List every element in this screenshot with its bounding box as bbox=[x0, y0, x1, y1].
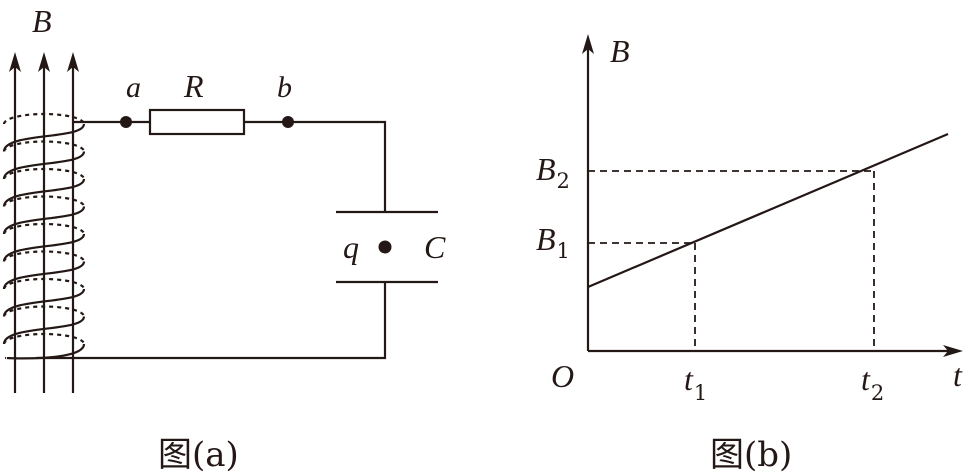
b-line bbox=[587, 132, 949, 289]
coil-turn-front bbox=[2, 288, 86, 317]
coil-turn-back bbox=[2, 305, 86, 317]
field-arrow-3 bbox=[67, 52, 79, 72]
coil-turn-front bbox=[2, 206, 86, 235]
resistor bbox=[148, 108, 246, 136]
coil-turn-back bbox=[2, 140, 86, 152]
b-t-graph bbox=[582, 34, 963, 357]
coil-turn-back bbox=[2, 112, 86, 125]
b1-label: B1 bbox=[536, 221, 570, 263]
caption-a: 图(a) bbox=[158, 435, 239, 475]
node-a-dot bbox=[120, 116, 132, 128]
x-axis-arrow bbox=[943, 345, 963, 357]
charge-label: q bbox=[343, 229, 359, 265]
bottom-wire bbox=[36, 282, 387, 360]
wire-to-capacitor bbox=[244, 120, 387, 212]
coil-turn-back bbox=[2, 277, 86, 290]
t2-label: t2 bbox=[861, 361, 884, 405]
node-b-label: b bbox=[277, 71, 292, 104]
coil-turn-back bbox=[2, 222, 86, 235]
coil-turn-front bbox=[2, 151, 86, 180]
coil-turn-front bbox=[2, 316, 86, 345]
field-label: B bbox=[32, 3, 52, 39]
x-axis-label: t bbox=[953, 357, 963, 393]
field-arrow-1 bbox=[9, 52, 21, 72]
coil-turn-front bbox=[2, 178, 86, 207]
resistor-label: R bbox=[183, 68, 204, 104]
coil-turn-back bbox=[2, 250, 86, 262]
y-axis-label: B bbox=[610, 33, 630, 69]
t1-label: t1 bbox=[684, 361, 707, 405]
coil-turn-front bbox=[2, 233, 86, 262]
b2-label: B2 bbox=[536, 151, 570, 193]
coil-turn-back bbox=[2, 332, 86, 345]
node-a-label: a bbox=[126, 71, 141, 104]
field-arrow-2 bbox=[38, 52, 50, 72]
origin-label: O bbox=[551, 358, 574, 394]
coil-turn-back bbox=[2, 195, 86, 207]
y-axis-arrow bbox=[582, 34, 594, 54]
coil-turn-back bbox=[2, 167, 86, 180]
coil-turn-front bbox=[2, 261, 86, 290]
capacitor-label: C bbox=[424, 229, 446, 265]
node-b-dot bbox=[282, 116, 294, 128]
charge-dot bbox=[378, 240, 392, 254]
circuit-diagram bbox=[2, 52, 438, 393]
coil-turn-front bbox=[2, 123, 86, 152]
caption-b: 图(b) bbox=[710, 435, 792, 475]
